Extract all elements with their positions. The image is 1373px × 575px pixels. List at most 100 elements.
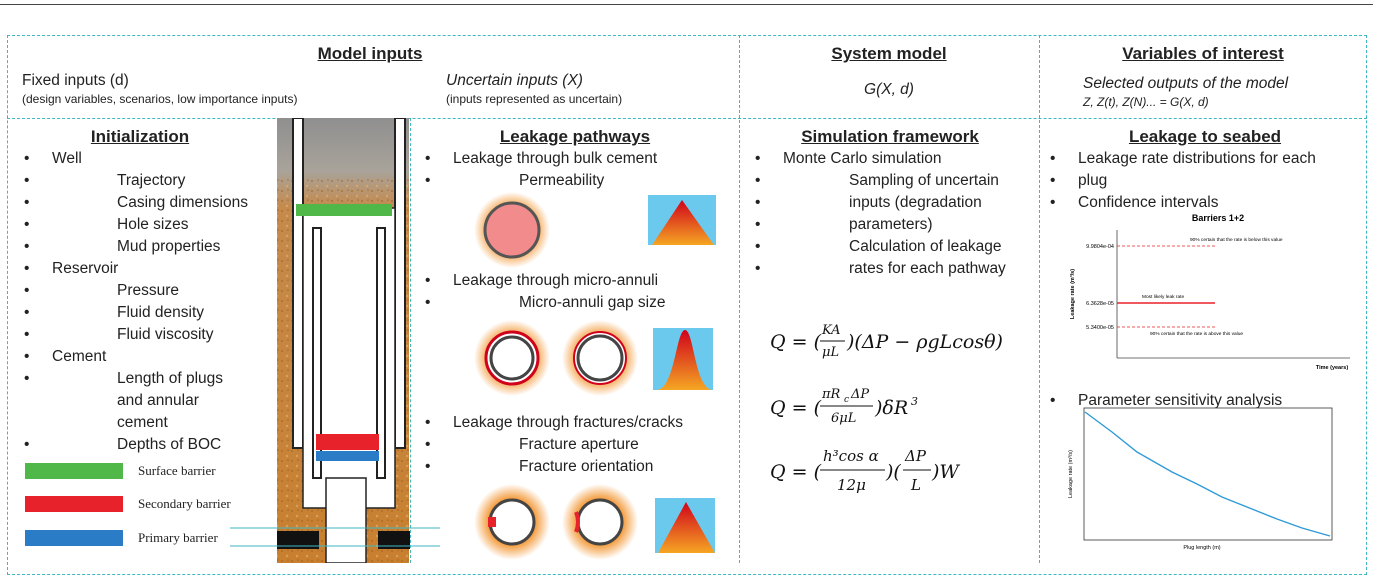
inner-casing-right <box>376 227 386 479</box>
chart1-ann-top: 90% certain that the rate is below this … <box>1190 237 1283 243</box>
eq2-rhs: )δR <box>874 397 908 419</box>
seabed-distributions-cont: plug <box>1050 170 1316 192</box>
leakage-fractures: Leakage through fractures/cracks <box>425 412 683 434</box>
variables-heading: Variables of interest <box>1122 44 1284 63</box>
chart1-title: Barriers 1+2 <box>1192 213 1244 223</box>
sim-monte-carlo: Monte Carlo simulation <box>755 148 1006 170</box>
lower-liner <box>325 477 367 563</box>
chart1-ylabel: Leakage rate (m³/s) <box>1069 269 1076 319</box>
leakage-gap-size: Micro-annuli gap size <box>425 292 666 314</box>
init-item: Trajectory <box>24 170 248 192</box>
eq2-lhs: Q = ( <box>770 397 822 419</box>
eq3-num: h³cos α <box>823 447 879 465</box>
outer-casing-left <box>292 118 304 449</box>
chart1-tick-top: 9.9804e-04 <box>1086 244 1114 250</box>
sim-calculation-cont: rates for each pathway <box>755 258 1006 280</box>
simulation-list: Monte Carlo simulation Sampling of uncer… <box>755 148 1006 280</box>
leakage-permeability: Permeability <box>425 170 657 192</box>
init-item: Length of plugs <box>24 368 248 390</box>
secondary-barrier-plug <box>316 434 379 450</box>
sim-sampling-cont1: inputs (degradation <box>755 192 1006 214</box>
divider-variables <box>1039 35 1040 563</box>
init-item: Hole sizes <box>24 214 248 236</box>
init-item: Reservoir <box>24 258 248 280</box>
divider-leakage <box>410 118 411 563</box>
system-model-eq: G(X, d) <box>864 81 914 98</box>
equations: Q = ( KA μL )(ΔP − ρgLcosθ) Q = ( πR c Δ… <box>770 323 1003 494</box>
model-inputs-heading: Model inputs <box>317 44 423 63</box>
top-rule <box>0 4 1373 5</box>
legend-secondary-swatch <box>25 496 123 512</box>
chart2-curve <box>1084 411 1331 537</box>
chart2-xlabel: Plug length (m) <box>1183 545 1220 551</box>
legend-primary-swatch <box>25 530 123 546</box>
shoe-right <box>378 531 410 549</box>
pathway-illustrations <box>474 192 716 560</box>
legend-primary-label: Primary barrier <box>138 530 218 545</box>
leakage-orientation: Fracture orientation <box>425 456 683 478</box>
sim-sampling: Sampling of uncertain <box>755 170 1006 192</box>
leakage-bulk: Leakage through bulk cement <box>425 148 657 170</box>
init-item: cement <box>117 414 168 431</box>
seabed-confidence: Confidence intervals <box>1050 192 1316 214</box>
uncertain-inputs-title: Uncertain inputs (X) <box>446 72 583 89</box>
bulk-dist-peak <box>652 200 714 245</box>
well-schematic <box>230 118 440 563</box>
simulation-heading: Simulation framework <box>801 127 979 146</box>
eq3-num2: ΔP <box>904 447 927 465</box>
seabed-list: Leakage rate distributions for each plug… <box>1050 148 1316 214</box>
eq1-lhs: Q = ( <box>770 331 822 353</box>
variables-sub: Selected outputs of the model <box>1083 75 1289 92</box>
sensitivity-chart: Plug length (m) Leakage rate (m³/s) <box>1068 407 1333 551</box>
legend-secondary-label: Secondary barrier <box>138 496 231 511</box>
chart2-plot-area <box>1083 407 1333 541</box>
eq2-exp: 3 <box>911 395 918 408</box>
init-item: Fluid density <box>24 302 248 324</box>
sim-calculation: Calculation of leakage <box>755 236 1006 258</box>
bulk-cement <box>483 201 541 259</box>
shoe-left <box>277 531 319 549</box>
frac1-pipe <box>488 498 536 546</box>
leakage-list-1: Leakage through bulk cement Permeability <box>425 148 657 192</box>
eq2-num: πR <box>821 387 841 402</box>
sim-sampling-cont2: parameters) <box>755 214 1006 236</box>
eq1-rhs: )(ΔP − ρgLcosθ) <box>846 331 1003 353</box>
surface-barrier-plug <box>296 204 392 216</box>
eq3-lhs: Q = ( <box>770 461 822 483</box>
eq3-den2: L <box>910 476 921 494</box>
primary-barrier-plug <box>316 451 379 461</box>
seabed-distributions: Leakage rate distributions for each <box>1050 148 1316 170</box>
eq2-den: 6μL <box>831 411 856 426</box>
eq2-num-b: ΔP <box>850 387 869 402</box>
frac1-crack <box>488 517 496 527</box>
chart2-ylabel: Leakage rate (m³/s) <box>1068 450 1074 498</box>
init-item: Cement <box>24 346 248 368</box>
fixed-inputs-title: Fixed inputs (d) <box>22 72 129 89</box>
frac2-pipe <box>576 498 624 546</box>
eq3-den: 12μ <box>837 476 866 494</box>
initialization-list: WellTrajectoryCasing dimensionsHole size… <box>24 148 248 456</box>
init-item: and annular <box>117 392 199 409</box>
leakage-list-3: Leakage through fractures/cracks Fractur… <box>425 412 683 478</box>
chart1-tick-mid: 6.3628e-05 <box>1086 301 1114 307</box>
init-item: Casing dimensions <box>24 192 248 214</box>
chart1-ann-bot: 90% certain that the rate is above this … <box>1150 331 1243 337</box>
eq2-num-sub: c <box>844 395 849 405</box>
confidence-chart: Barriers 1+2 9.9804e-04 6.3628e-05 5.340… <box>1069 213 1350 371</box>
variables-eq: Z, Z(t), Z(N)... = G(X, d) <box>1083 95 1209 109</box>
eq1-den: μL <box>822 345 839 360</box>
init-item: Pressure <box>24 280 248 302</box>
leakage-heading: Leakage pathways <box>499 127 651 146</box>
eq3-rhs: )W <box>931 461 960 483</box>
header-divider <box>7 118 1367 119</box>
outer-casing-right <box>394 118 406 449</box>
eq3-mid: )( <box>885 461 901 483</box>
legend-surface-label: Surface barrier <box>138 463 216 478</box>
frac-dist-peak <box>658 502 715 553</box>
seabed-heading: Leakage to seabed <box>1128 127 1282 146</box>
init-item: Well <box>24 148 248 170</box>
init-item: Mud properties <box>24 236 248 258</box>
eq1-num: KA <box>821 323 841 338</box>
system-model-heading: System model <box>831 44 947 63</box>
chart1-tick-bot: 5.3400e-05 <box>1086 325 1114 331</box>
